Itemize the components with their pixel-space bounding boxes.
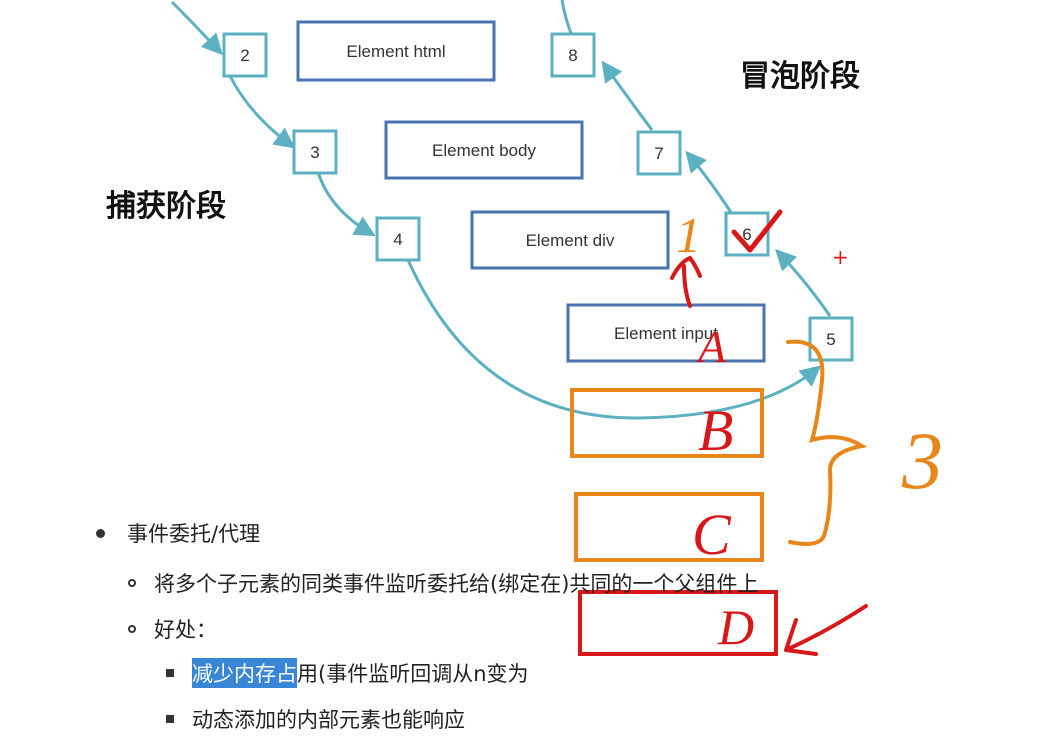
svg-text:4: 4	[393, 230, 402, 249]
bullet-circle-icon	[128, 579, 136, 587]
orange-box-b	[570, 388, 764, 458]
red-arrow-to-d	[784, 604, 868, 656]
list-item-benefits: 好处：	[128, 614, 217, 644]
svg-text:Element body: Element body	[432, 141, 536, 160]
annotation-c: C	[692, 502, 732, 567]
red-arrow-up	[670, 255, 702, 308]
list-item-label: 事件委托/代理	[127, 522, 261, 546]
svg-text:Element html: Element html	[346, 42, 445, 61]
step-7: 7	[636, 130, 682, 176]
annotation-plus: +	[832, 245, 849, 269]
bubble-phase-label: 冒泡阶段	[740, 59, 860, 94]
svg-text:Element div: Element div	[526, 231, 615, 250]
bullet-square-icon	[166, 669, 174, 677]
element-div-box: Element div	[470, 210, 670, 270]
list-item-label: 动态添加的内部元素也能响应	[192, 708, 465, 732]
svg-text:2: 2	[240, 46, 249, 65]
svg-text:6: 6	[742, 225, 751, 244]
arrow-8-to-top	[560, 0, 574, 37]
list-item-delegation-desc: 将多个子元素的同类事件监听委托给(绑定在)共同的一个父组件上	[128, 568, 758, 598]
orange-box-c	[574, 492, 764, 562]
bullet-circle-icon	[128, 625, 136, 633]
annotation-three: 3	[901, 415, 943, 506]
arrow-4-to-5	[406, 259, 822, 420]
arrow-3-to-4	[316, 171, 376, 237]
list-item-label: 将多个子元素的同类事件监听委托给(绑定在)共同的一个父组件上	[154, 572, 759, 596]
arrow-1-to-2	[170, 0, 223, 56]
annotation-b: B	[698, 398, 733, 463]
svg-text:7: 7	[654, 144, 663, 163]
capture-phase-label: 捕获阶段	[106, 189, 226, 224]
step-4: 4	[375, 216, 421, 262]
svg-text:3: 3	[310, 143, 319, 162]
svg-text:Element input: Element input	[614, 324, 718, 343]
orange-brace	[786, 339, 868, 546]
step-8: 8	[550, 32, 596, 78]
element-body-box: Element body	[384, 120, 584, 180]
arrow-2-to-3	[228, 75, 296, 149]
element-html-box: Element html	[296, 20, 496, 82]
selected-text[interactable]: 减少内存占	[192, 658, 297, 688]
annotation-d: D	[717, 599, 754, 655]
annotation-one: 1	[676, 207, 701, 263]
bullet-disc-icon	[96, 528, 105, 538]
list-item-label: 好处：	[154, 618, 217, 642]
step-2: 2	[222, 32, 268, 78]
red-checkmark	[731, 209, 783, 253]
annotation-a: A	[695, 321, 727, 372]
red-box-d	[578, 590, 778, 656]
list-item-reduce-memory: 减少内存占用(事件监听回调从n变为	[166, 658, 529, 688]
arrow-5-to-6	[775, 248, 832, 317]
step-3: 3	[292, 129, 338, 175]
list-item-dynamic-elements: 动态添加的内部元素也能响应	[166, 704, 465, 734]
element-input-box: Element input	[566, 303, 766, 363]
arrow-6-to-7	[685, 150, 734, 215]
svg-text:5: 5	[826, 330, 835, 349]
arrow-7-to-8	[601, 60, 654, 131]
list-item-label: 用(事件监听回调从n变为	[297, 662, 529, 686]
svg-text:8: 8	[568, 46, 577, 65]
bullet-square-icon	[166, 715, 174, 723]
list-item-event-delegation: 事件委托/代理	[96, 518, 260, 548]
